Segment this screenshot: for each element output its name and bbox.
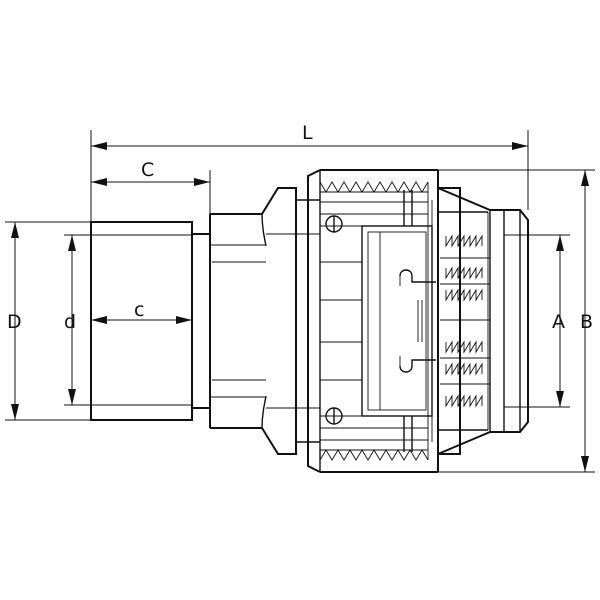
label-B: B [580, 311, 593, 333]
dimension-c: c [91, 299, 192, 324]
dimension-A: A [504, 234, 570, 408]
label-c: c [134, 299, 144, 321]
grip-ring [438, 187, 490, 455]
fitting-neck [191, 213, 267, 429]
threaded-nut [307, 169, 439, 473]
dimension-C: C [91, 159, 211, 214]
inner-insert [361, 190, 436, 452]
dimension-D: D [5, 221, 91, 421]
tapered-end-cap [437, 187, 529, 455]
dimension-B: B [438, 169, 595, 473]
dimension-d: d [64, 234, 91, 406]
label-d: d [64, 311, 76, 333]
dimension-L: L [90, 122, 529, 222]
label-C: C [141, 159, 154, 181]
label-A: A [552, 311, 565, 333]
fitting-hex-body [261, 187, 320, 455]
label-D: D [7, 311, 22, 333]
label-L: L [302, 122, 313, 144]
